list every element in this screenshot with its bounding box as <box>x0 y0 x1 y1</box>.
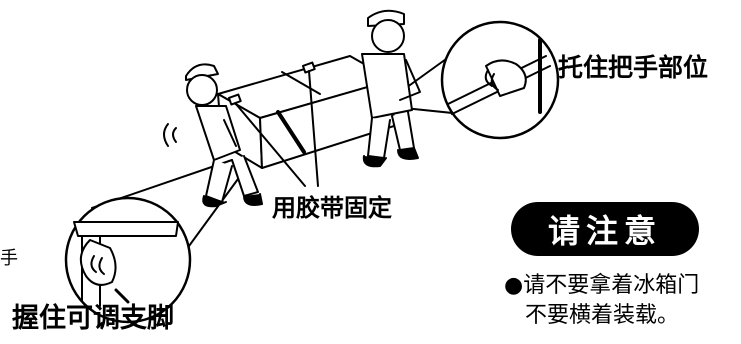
notice-line-2: 不要横着装载。 <box>525 303 680 328</box>
hold-handle-label: 托住把手部位 <box>558 53 709 82</box>
tape-pointer-lines <box>235 70 319 187</box>
handle-detail-magnifier <box>440 20 560 140</box>
notice-badge: 请注意 <box>511 202 699 256</box>
cropped-character: 手 <box>0 248 18 269</box>
grip-feet-label: 握住可调支脚 <box>12 303 174 334</box>
left-carrier-person <box>163 63 263 208</box>
right-carrier-person <box>361 9 421 168</box>
feet-detail-magnifier <box>64 196 192 324</box>
tape-marks <box>227 61 316 106</box>
notice-line-1: ●请不要拿着冰箱门 <box>504 273 700 298</box>
notice-text: ●请不要拿着冰箱门 不要横着装载。 <box>504 271 741 331</box>
tape-fix-label: 用胶带固定 <box>272 194 392 222</box>
